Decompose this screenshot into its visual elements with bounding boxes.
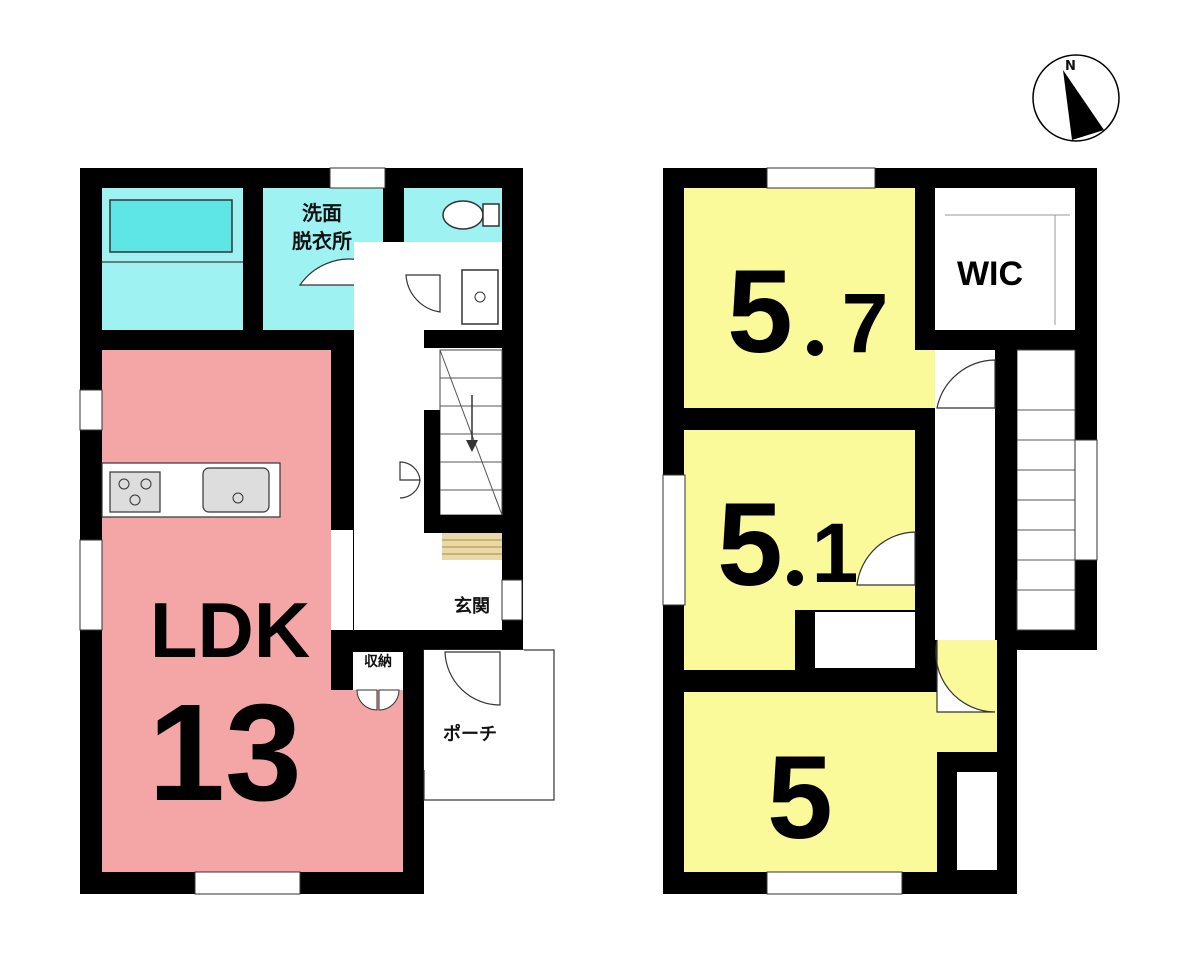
storage — [353, 652, 403, 690]
room-5-size: 5 — [767, 732, 833, 864]
room-5-7-int: 5 — [727, 246, 793, 378]
floor-2: 5 7 WIC 5 1 — [662, 167, 1098, 895]
stairs-down-arrow-icon — [466, 440, 478, 452]
stairs-2f — [1016, 349, 1076, 631]
room-5-1-closet — [815, 612, 915, 668]
stove-icon — [109, 471, 161, 513]
entrance — [442, 560, 502, 630]
window-ldk-south — [194, 871, 301, 895]
room-5-7-dec: 7 — [842, 276, 889, 370]
wic — [935, 188, 1075, 330]
room-5-closet — [957, 772, 997, 870]
bathtub-icon — [109, 199, 233, 253]
storage-label: 収納 — [364, 653, 392, 670]
wic-label: WIC — [957, 255, 1023, 293]
window-room-5 — [766, 871, 903, 895]
entrance-door-swing — [444, 651, 501, 706]
kitchen-sink-icon — [202, 467, 270, 513]
window-room-5-1 — [662, 474, 686, 606]
hall-closet-door — [399, 461, 421, 499]
room-5-1-dec: 1 — [812, 506, 859, 600]
room-5-1-int: 5 — [717, 479, 783, 611]
ldk-room — [102, 350, 331, 872]
window-room-5-7 — [766, 167, 876, 189]
ldk-label: LDK — [150, 586, 310, 674]
entrance-label: 玄関 — [454, 595, 490, 617]
north-label: N — [1065, 59, 1076, 74]
room-5-door-swing — [935, 639, 996, 713]
washroom-label-2: 脱衣所 — [292, 229, 352, 253]
storage-door — [356, 689, 400, 711]
sink-icon — [461, 269, 499, 325]
toilet-icon — [442, 200, 484, 230]
toilet-door-swing — [405, 274, 441, 313]
washroom-label-1: 洗面 — [302, 201, 342, 225]
room-5-7 — [684, 188, 915, 408]
compass: N — [1032, 54, 1120, 142]
ldk-size: 13 — [148, 676, 302, 830]
porch-label: ポーチ — [443, 723, 497, 745]
window-ldk-west-2 — [79, 539, 103, 631]
window-stairs-2f — [1074, 439, 1098, 561]
room-5-1-door-swing — [856, 531, 916, 586]
window-ldk-west-1 — [79, 389, 103, 431]
north-arrow-icon — [1063, 70, 1104, 140]
floor-1: 洗面 脱衣所 — [79, 167, 555, 895]
window-washroom — [329, 167, 386, 189]
